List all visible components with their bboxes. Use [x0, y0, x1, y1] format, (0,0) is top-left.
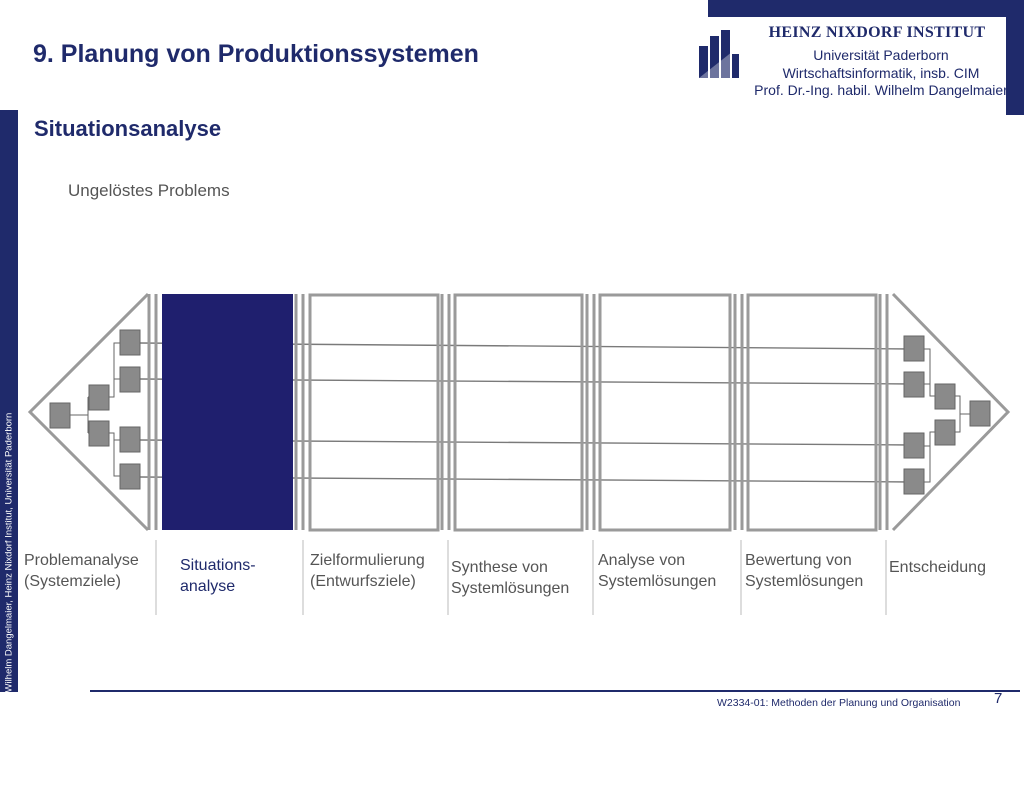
phase-label-line: (Entwurfsziele): [310, 573, 416, 590]
phase-label-line: Synthese von: [451, 559, 548, 576]
label-dividers: [155, 540, 887, 615]
right-tree-nodes: [903, 335, 991, 495]
phase-label-analyse: Analyse von Systemlösungen: [598, 550, 716, 592]
process-outline: [27, 292, 1011, 532]
footer-course: W2334-01: Methoden der Planung und Organ…: [717, 697, 961, 709]
diagram-caption: Ungelöstes Problems: [68, 181, 230, 200]
phase-separators: [147, 294, 889, 530]
left-tree-nodes: [49, 329, 141, 490]
process-diagram: [27, 292, 1011, 615]
phase-label-line: (Systemziele): [24, 573, 121, 590]
phase-label-line: Bewertung von: [745, 552, 852, 569]
page-number: 7: [994, 690, 1003, 707]
institute-line-2: Wirtschaftsinformatik, insb. CIM: [782, 65, 980, 81]
phase-label-line: Systemlösungen: [451, 580, 570, 597]
phase-label-line: Entscheidung: [889, 559, 986, 576]
phase-label-line: Problemanalyse: [24, 552, 139, 569]
phase-label-problemanalyse: Problemanalyse (Systemziele): [24, 550, 139, 592]
slide-title: 9. Planung von Produktionssystemen: [33, 40, 479, 68]
phase-label-line: Analyse von: [598, 552, 686, 569]
phase-label-synthese: Synthese von Systemlösungen: [451, 557, 569, 599]
phase-label-situationsanalyse: Situations- analyse: [180, 555, 256, 597]
phase-label-zielformulierung: Zielformulierung (Entwurfsziele): [310, 550, 425, 592]
phase-label-bewertung: Bewertung von Systemlösungen: [745, 550, 863, 592]
right-tree-connectors: [923, 348, 970, 483]
phase-label-line: Situations-: [180, 557, 256, 574]
institute-name: HEINZ NIXDORF INSTITUT: [768, 24, 986, 41]
header-right-bar: [1006, 0, 1024, 115]
phase-label-line: Zielformulierung: [310, 552, 425, 569]
institute-line-1: Universität Paderborn: [813, 47, 949, 63]
header-top-bar: [708, 0, 1024, 17]
sidebar-bar: © Prof. Dr.-Ing habil. Wilhelm Dangelmai…: [0, 110, 18, 781]
institute-logo: [699, 30, 739, 78]
left-tree-connectors: [70, 342, 120, 477]
phase-label-line: Systemlösungen: [745, 573, 864, 590]
phase-box-situationsanalyse: [162, 294, 293, 530]
phase-label-line: analyse: [180, 578, 236, 595]
phase-label-line: Systemlösungen: [598, 573, 717, 590]
section-title: Situationsanalyse: [34, 116, 222, 141]
phase-boxes: [308, 293, 878, 532]
institute-line-3: Prof. Dr.-Ing. habil. Wilhelm Dangelmaie…: [754, 82, 1008, 98]
phase-label-entscheidung: Entscheidung: [889, 557, 986, 578]
footer-line: [90, 690, 1020, 692]
